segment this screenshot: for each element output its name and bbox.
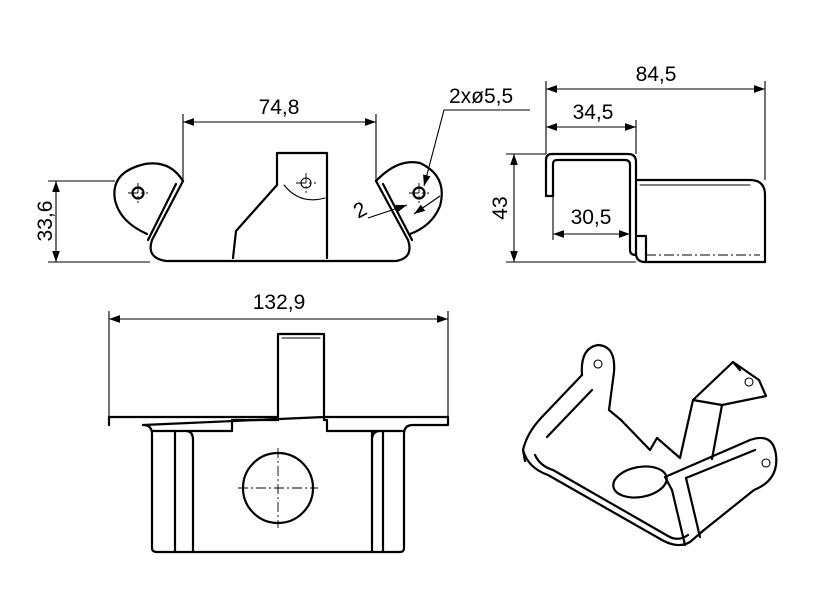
iso-base-inner	[533, 453, 690, 540]
side-view-inner	[551, 158, 638, 257]
top-view-center-tab	[276, 332, 326, 422]
front-view-outline	[149, 179, 411, 263]
iso-left-wall	[521, 373, 623, 463]
top-view-right-wall	[370, 429, 406, 554]
side-view-body	[634, 178, 767, 264]
front-dimensions: 74,8 33,6 2xø5,5 2	[34, 85, 530, 263]
front-view	[113, 151, 443, 263]
iso-right-wall	[663, 436, 778, 532]
iso-center-tab	[619, 360, 768, 461]
dim-side-width: 84,5	[636, 63, 677, 86]
dim-top-width: 132,9	[253, 291, 306, 314]
dim-front-width: 74,8	[259, 96, 300, 119]
side-view-outline	[544, 152, 767, 264]
top-dimensions: 132,9	[108, 291, 449, 417]
front-view-inner-bend	[146, 182, 178, 242]
iso-left-hole	[593, 359, 603, 369]
dim-side-inner: 34,5	[573, 101, 614, 124]
dim-hole-callout: 2xø5,5	[449, 85, 513, 108]
front-center-tab	[231, 151, 329, 260]
isometric-view	[521, 343, 778, 547]
left-tab-outline	[113, 162, 185, 236]
iso-left-tab	[580, 343, 616, 412]
dim-front-height: 33,6	[34, 201, 57, 242]
iso-right-flange	[670, 476, 702, 547]
dim-thickness: 2	[350, 198, 371, 224]
dim-side-height: 43	[489, 196, 512, 219]
top-view-left-wall	[150, 429, 195, 554]
right-tab-outline	[374, 161, 443, 236]
iso-base	[521, 448, 706, 547]
iso-tab-hole	[744, 377, 754, 387]
iso-cutout	[612, 465, 668, 499]
dim-side-lower: 30,5	[571, 206, 612, 229]
top-view-flange	[107, 415, 450, 554]
iso-right-hole	[761, 458, 771, 468]
side-view	[544, 152, 767, 264]
side-dimensions: 84,5 34,5 30,5 43	[489, 63, 766, 263]
front-tab-arc	[283, 184, 326, 201]
top-view-step	[191, 418, 374, 433]
top-view	[107, 332, 450, 554]
